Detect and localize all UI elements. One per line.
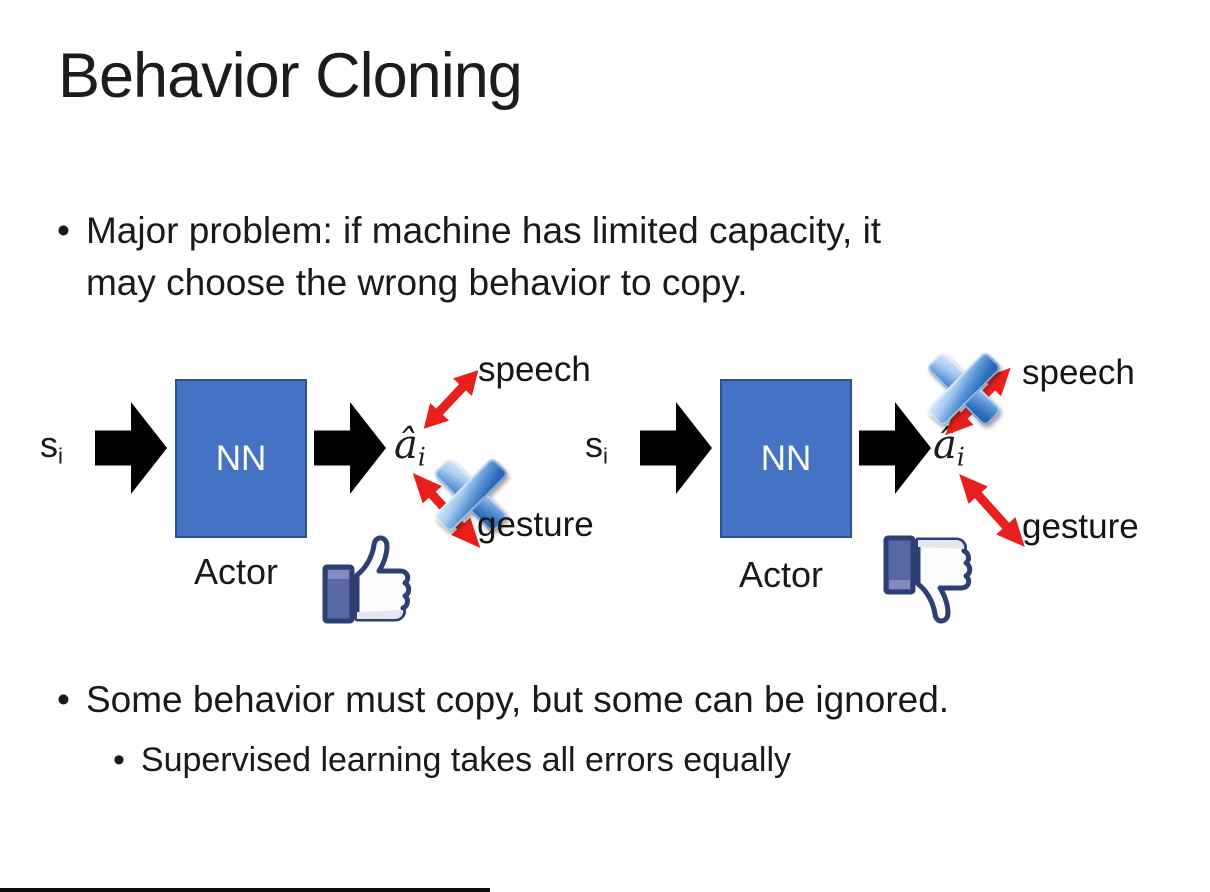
cross-x-icon: [432, 456, 510, 534]
thumbs-up-icon: [322, 535, 412, 624]
bullet-marker: •: [57, 210, 70, 251]
nn-label: NN: [760, 438, 812, 478]
speech-label: speech: [1022, 353, 1135, 392]
cross-bar: [432, 456, 510, 534]
gesture-label: gesture: [1022, 507, 1139, 546]
nn-box: NN: [720, 379, 852, 538]
speech-label: speech: [478, 350, 591, 389]
bullet-major-problem: • Major problem: if machine has limited …: [57, 205, 881, 309]
bullet-text: Supervised learning takes all errors equ…: [140, 741, 792, 779]
cross-bar: [925, 350, 1003, 428]
state-symbol: s: [40, 424, 58, 465]
double-arrow-icon: [414, 361, 488, 438]
state-symbol: s: [585, 424, 603, 465]
thumbs-down-icon: [883, 535, 973, 624]
action-subscript: i: [956, 442, 965, 472]
actor-label: Actor: [739, 554, 824, 595]
double-arrow-icon: [403, 464, 491, 557]
bullet-text: Major problem: if machine has limited ca…: [86, 205, 881, 309]
action-subscript: i: [417, 442, 426, 472]
state-label: si: [40, 424, 63, 470]
state-label: si: [585, 424, 608, 470]
bullet-line-2: may choose the wrong behavior to copy.: [85, 262, 748, 303]
right-block-arrow-icon: [314, 402, 386, 494]
gesture-label: gesture: [477, 505, 594, 544]
action-symbol: â: [933, 422, 957, 468]
nn-label: NN: [215, 438, 267, 478]
sub-bullet-supervised-learning: • Supervised learning takes all errors e…: [113, 738, 791, 782]
bullet-marker: •: [113, 741, 125, 779]
action-symbol: â: [394, 422, 418, 468]
nn-box: NN: [175, 379, 307, 538]
actor-label: Actor: [194, 551, 279, 592]
action-label: âi: [933, 422, 965, 471]
bottom-edge-line: [0, 888, 490, 892]
bullet-some-behavior: • Some behavior must copy, but some can …: [57, 676, 949, 724]
state-subscript: i: [58, 443, 63, 469]
page-title: Behavior Cloning: [58, 41, 523, 111]
bullet-text: Some behavior must copy, but some can be…: [85, 679, 950, 720]
cross-bar: [925, 350, 1003, 428]
right-block-arrow-icon: [640, 402, 712, 494]
cross-bar: [432, 456, 510, 534]
double-arrow-icon: [936, 358, 1021, 444]
state-subscript: i: [603, 443, 608, 469]
cross-x-icon: [925, 350, 1003, 428]
bullet-marker: •: [57, 679, 70, 720]
bullet-line-1: Major problem: if machine has limited ca…: [85, 210, 882, 251]
double-arrow-icon: [949, 465, 1035, 556]
right-block-arrow-icon: [95, 402, 167, 494]
action-label: âi: [394, 422, 426, 471]
right-block-arrow-icon: [859, 402, 931, 494]
